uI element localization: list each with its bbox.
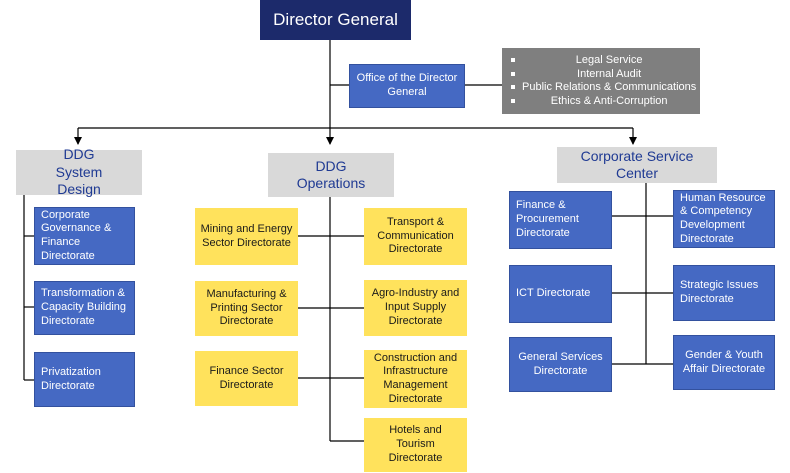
corporate-directorate-box: Strategic Issues Directorate xyxy=(673,265,775,321)
office-service-item: Public Relations & Communications xyxy=(510,81,697,93)
system-design-directorate-box: Corporate Governance & Finance Directora… xyxy=(34,207,135,265)
operations-directorate-label: Hotels and Tourism Directorate xyxy=(388,424,443,464)
corporate-directorate-box: Human Resource & Competency Development … xyxy=(673,190,775,248)
ddg-system-design-label: DDG System Design xyxy=(55,146,103,198)
operations-directorate-box: Construction and Infrastructure Manageme… xyxy=(364,350,467,408)
system-design-directorate-box: Transformation & Capacity Building Direc… xyxy=(34,281,135,335)
office-service-item: Legal Service xyxy=(510,54,696,68)
corporate-service-center-label: Corporate Service Center xyxy=(580,147,694,182)
ddg-operations-label: DDG Operations xyxy=(296,157,366,192)
corporate-directorate-box: Finance & Procurement Directorate xyxy=(509,191,612,249)
director-general-label: Director General xyxy=(273,10,398,30)
system-design-directorate-box: Privatization Directorate xyxy=(34,352,135,407)
corporate-directorate-label: Finance & Procurement Directorate xyxy=(516,199,579,239)
corporate-directorate-box: General Services Directorate xyxy=(509,337,612,392)
corporate-directorate-label: ICT Directorate xyxy=(516,287,591,300)
operations-directorate-box: Manufacturing & Printing Sector Director… xyxy=(195,281,298,336)
office-service-item: Internal Audit xyxy=(510,68,696,82)
operations-directorate-label: Mining and Energy Sector Directorate xyxy=(200,222,293,249)
operations-directorate-box: Mining and Energy Sector Directorate xyxy=(195,208,298,265)
system-design-directorate-label: Corporate Governance & Finance Directora… xyxy=(41,208,112,262)
operations-directorate-label: Manufacturing & Printing Sector Director… xyxy=(206,287,287,328)
office-services-box: Legal Service Internal Audit Public Rela… xyxy=(502,48,700,114)
system-design-directorate-label: Privatization Directorate xyxy=(41,365,101,392)
office-services-list: Legal Service Internal Audit Public Rela… xyxy=(502,54,696,108)
corporate-directorate-label: Human Resource & Competency Development … xyxy=(680,191,766,245)
operations-directorate-label: Finance Sector Directorate xyxy=(209,364,284,391)
ddg-system-design-box: DDG System Design xyxy=(16,146,142,197)
operations-directorate-label: Agro-Industry and Input Supply Directora… xyxy=(371,287,460,327)
corporate-directorate-label: Strategic Issues Directorate xyxy=(680,279,759,305)
ddg-operations-box: DDG Operations xyxy=(268,153,394,197)
operations-directorate-box: Agro-Industry and Input Supply Directora… xyxy=(364,280,467,336)
office-service-item: Ethics & Anti-Corruption xyxy=(510,95,696,109)
director-general-box: Director General xyxy=(260,0,411,40)
corporate-directorate-box: ICT Directorate xyxy=(509,265,612,323)
system-design-directorate-label: Transformation & Capacity Building Direc… xyxy=(41,287,126,327)
operations-directorate-label: Transport & Communication Directorate xyxy=(377,215,454,256)
corporate-directorate-label: General Services Directorate xyxy=(518,350,603,377)
operations-directorate-box: Hotels and Tourism Directorate xyxy=(364,418,467,472)
corporate-service-center-box: Corporate Service Center xyxy=(557,147,717,183)
operations-directorate-box: Transport & Communication Directorate xyxy=(364,208,467,265)
office-director-general-label: Office of the Director General xyxy=(356,72,458,98)
corporate-directorate-label: Gender & Youth Affair Directorate xyxy=(682,348,766,375)
office-director-general-box: Office of the Director General xyxy=(349,64,465,108)
corporate-directorate-box: Gender & Youth Affair Directorate xyxy=(673,335,775,390)
operations-directorate-box: Finance Sector Directorate xyxy=(195,351,298,406)
operations-directorate-label: Construction and Infrastructure Manageme… xyxy=(373,351,458,405)
